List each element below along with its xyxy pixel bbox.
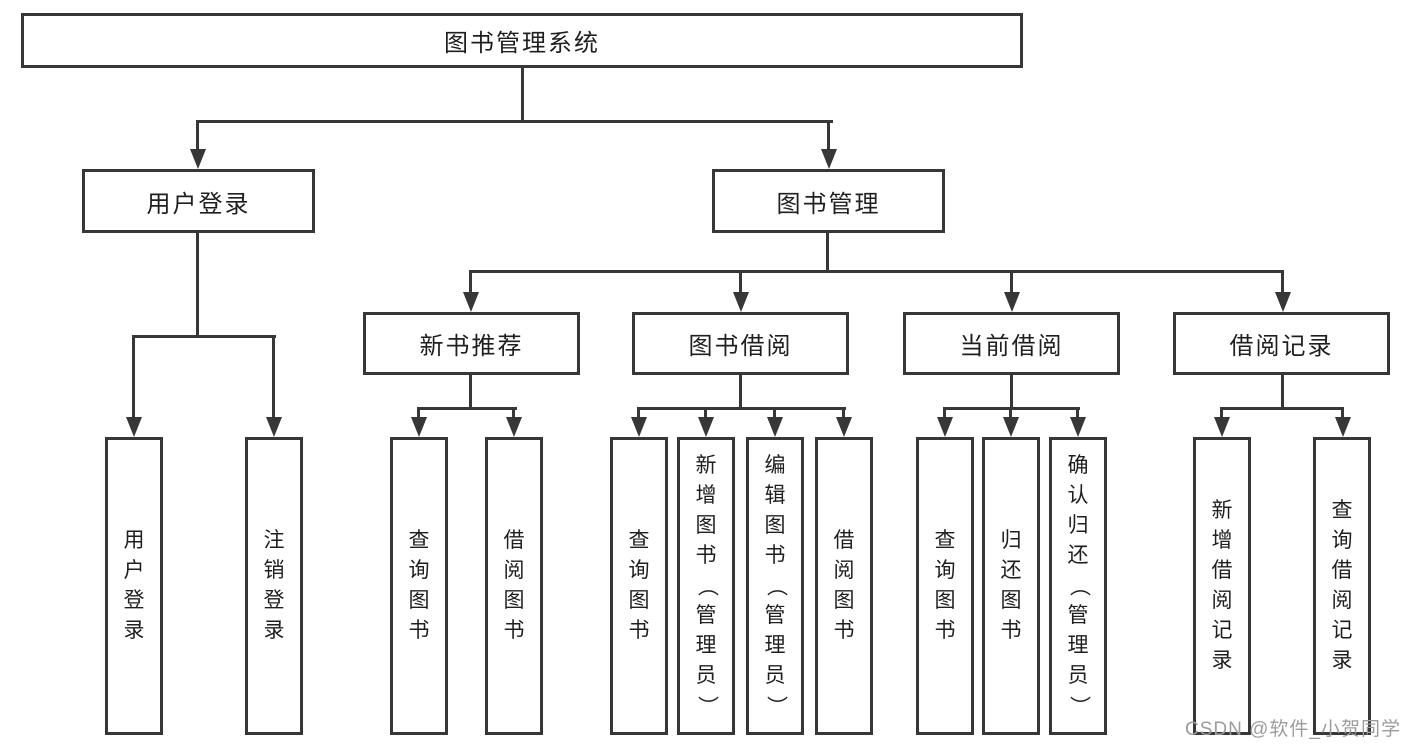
node-label: 当前借阅 — [959, 333, 1064, 360]
leaf-add-book-admin: 新增图书（管理员） — [677, 437, 735, 735]
node-label: 新增借阅记录 — [1211, 499, 1233, 672]
node-label: 借阅图书 — [833, 529, 855, 642]
node-label: 新书推荐 — [419, 333, 524, 360]
arrow-head — [767, 417, 783, 437]
arrow-head — [266, 417, 282, 437]
connector-line — [469, 270, 1284, 273]
node-label: 借阅图书 — [503, 529, 525, 642]
connector-line — [1010, 270, 1013, 294]
arrow-head — [463, 292, 479, 312]
node-label: 用户登录 — [123, 529, 145, 642]
connector-line — [469, 375, 472, 410]
arrow-head — [937, 417, 953, 437]
connector-line — [196, 120, 199, 152]
leaf-query-borrow-record: 查询借阅记录 — [1313, 437, 1371, 735]
connector-line — [826, 233, 829, 273]
arrow-head — [698, 417, 714, 437]
node-label: 图书借阅 — [688, 333, 793, 360]
connector-line — [1220, 407, 1344, 410]
leaf-confirm-return-admin: 确认归还（管理员） — [1049, 437, 1107, 735]
node-book-borrowing: 图书借阅 — [632, 312, 849, 375]
node-label: 注销登录 — [263, 529, 285, 642]
connector-line — [739, 375, 742, 410]
node-label: 借阅记录 — [1229, 333, 1334, 360]
connector-line — [827, 120, 830, 152]
arrow-head — [506, 417, 522, 437]
connector-line — [1076, 407, 1079, 419]
connector-line — [704, 407, 707, 419]
arrow-head — [836, 417, 852, 437]
arrow-head — [1335, 417, 1351, 437]
arrow-head — [1004, 292, 1020, 312]
connector-line — [132, 335, 276, 338]
arrow-head — [1003, 417, 1019, 437]
node-system-root: 图书管理系统 — [21, 13, 1023, 68]
connector-line — [417, 407, 420, 419]
arrow-head — [126, 417, 142, 437]
node-label: 编辑图书（管理员） — [764, 454, 787, 717]
node-label: 图书管理系统 — [444, 30, 600, 57]
node-borrowing-records: 借阅记录 — [1173, 312, 1390, 375]
connector-line — [637, 407, 846, 410]
arrow-head — [1275, 292, 1291, 312]
connector-line — [1341, 407, 1344, 419]
connector-line — [132, 335, 135, 419]
node-label: 查询图书 — [408, 529, 430, 642]
connector-line — [196, 233, 199, 338]
node-new-book-recommend: 新书推荐 — [363, 312, 580, 375]
node-label: 图书管理 — [776, 190, 881, 218]
arrow-head — [1070, 417, 1086, 437]
csdn-watermark: CSDN @软件_小贺同学 — [1185, 719, 1401, 740]
arrow-head — [733, 292, 749, 312]
connector-line — [943, 407, 946, 419]
connector-line — [512, 407, 515, 419]
connector-line — [842, 407, 845, 419]
connector-line — [773, 407, 776, 419]
connector-line — [1281, 270, 1284, 294]
node-label: 新增图书（管理员） — [695, 454, 718, 717]
node-label: 查询借阅记录 — [1331, 499, 1353, 672]
connector-line — [272, 335, 275, 419]
leaf-query-books-borrow: 查询图书 — [610, 437, 668, 735]
leaf-return-books: 归还图书 — [982, 437, 1040, 735]
arrow-head — [190, 149, 206, 169]
node-book-management: 图书管理 — [712, 169, 945, 233]
leaf-query-books-recommend: 查询图书 — [390, 437, 448, 735]
leaf-edit-book-admin: 编辑图书（管理员） — [746, 437, 804, 735]
connector-line — [521, 68, 524, 123]
connector-line — [196, 120, 833, 123]
node-label: 查询图书 — [628, 529, 650, 642]
leaf-logout: 注销登录 — [245, 437, 303, 735]
connector-line — [739, 270, 742, 294]
node-label: 查询图书 — [934, 529, 956, 642]
arrow-head — [1214, 417, 1230, 437]
connector-line — [1220, 407, 1223, 419]
arrow-head — [411, 417, 427, 437]
leaf-query-books-current: 查询图书 — [916, 437, 974, 735]
arrow-head — [631, 417, 647, 437]
leaf-user-login: 用户登录 — [105, 437, 163, 735]
arrow-head — [821, 149, 837, 169]
connector-line — [417, 407, 517, 410]
node-current-borrowing: 当前借阅 — [903, 312, 1120, 375]
leaf-add-borrow-record: 新增借阅记录 — [1193, 437, 1251, 735]
connector-line — [1281, 375, 1284, 410]
leaf-borrow-books: 借阅图书 — [815, 437, 873, 735]
node-label: 用户登录 — [146, 190, 251, 218]
connector-line — [1009, 407, 1012, 419]
node-label: 确认归还（管理员） — [1067, 454, 1090, 717]
connector-line — [469, 270, 472, 294]
connector-line — [1010, 375, 1013, 410]
connector-line — [637, 407, 640, 419]
leaf-borrow-books-recommend: 借阅图书 — [485, 437, 543, 735]
node-label: 归还图书 — [1000, 529, 1022, 642]
node-user-login: 用户登录 — [82, 169, 315, 233]
